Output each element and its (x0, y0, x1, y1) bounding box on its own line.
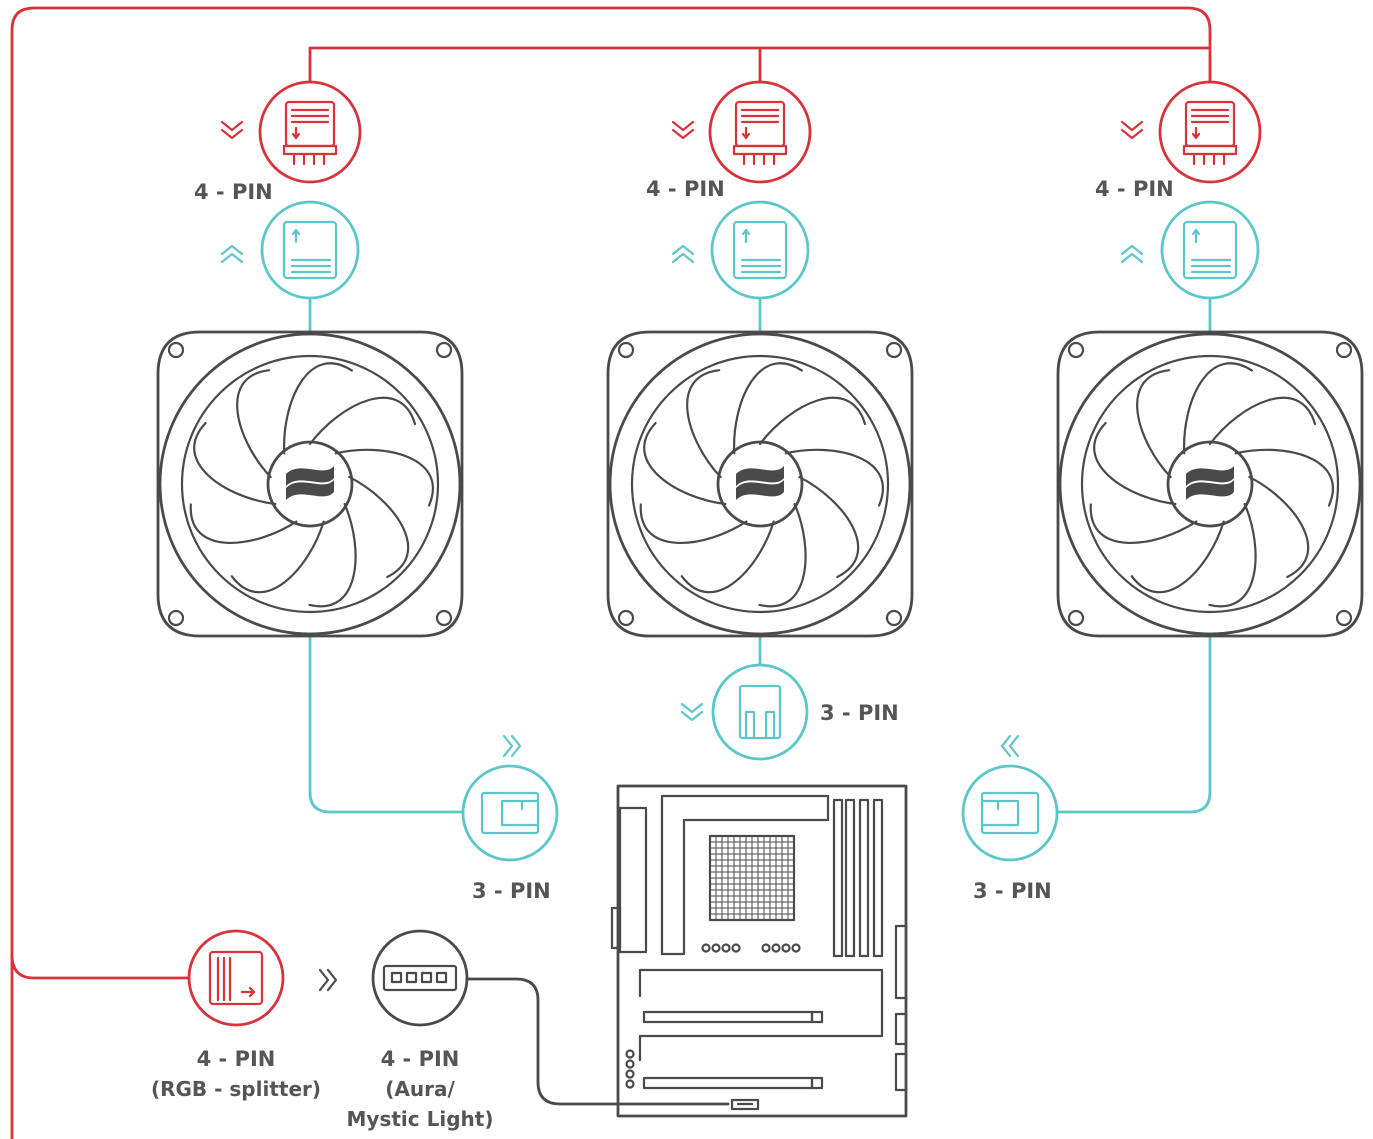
double-chevron-icon (220, 244, 244, 264)
fan-connector-icon-1 (260, 200, 360, 300)
double-chevron-icon (1120, 120, 1144, 140)
fan-connector-icon-2 (710, 200, 810, 300)
right-fan-label: 3 - PIN (973, 879, 1052, 903)
rgb-wiring (10, 6, 1212, 1139)
double-chevron-icon (671, 120, 695, 140)
aura-label-line1: 4 - PIN (381, 1047, 460, 1071)
aura-label-line2: (Aura/ (385, 1077, 455, 1101)
double-chevron-icon (318, 968, 338, 992)
fan-icon-3 (1056, 330, 1364, 638)
double-chevron-icon (1000, 734, 1020, 758)
fan-wiring (308, 296, 1212, 814)
rgb-4pin-connector-icon-1 (258, 80, 362, 184)
double-chevron-icon (680, 702, 704, 722)
double-chevron-icon (1120, 244, 1144, 264)
fan2-rgb-label: 4 - PIN (646, 177, 725, 201)
right-fan-connector-icon (961, 764, 1059, 862)
splitter-label-line2: (RGB - splitter) (151, 1077, 321, 1101)
center-fan-connector-icon (711, 663, 809, 761)
fan-icon-1 (156, 330, 464, 638)
fan-connector-icon-3 (1160, 200, 1260, 300)
left-fan-label: 3 - PIN (472, 879, 551, 903)
rgb-splitter-icon (187, 929, 285, 1027)
splitter-label-line1: 4 - PIN (197, 1047, 276, 1071)
rgb-4pin-connector-icon-2 (708, 80, 812, 184)
double-chevron-icon (671, 244, 695, 264)
double-chevron-icon (220, 120, 244, 140)
rgb-4pin-connector-icon-3 (1158, 80, 1262, 184)
fan1-rgb-label: 4 - PIN (194, 180, 273, 204)
center-fan-label: 3 - PIN (820, 701, 899, 725)
aura-label-line3: Mystic Light) (347, 1107, 494, 1131)
rgb-header-icon (371, 929, 469, 1027)
aura-cable (465, 977, 730, 1106)
motherboard-icon (610, 784, 908, 1118)
left-fan-connector-icon (461, 764, 559, 862)
fan-icon-2 (606, 330, 914, 638)
double-chevron-icon (502, 734, 522, 758)
fan3-rgb-label: 4 - PIN (1095, 177, 1174, 201)
